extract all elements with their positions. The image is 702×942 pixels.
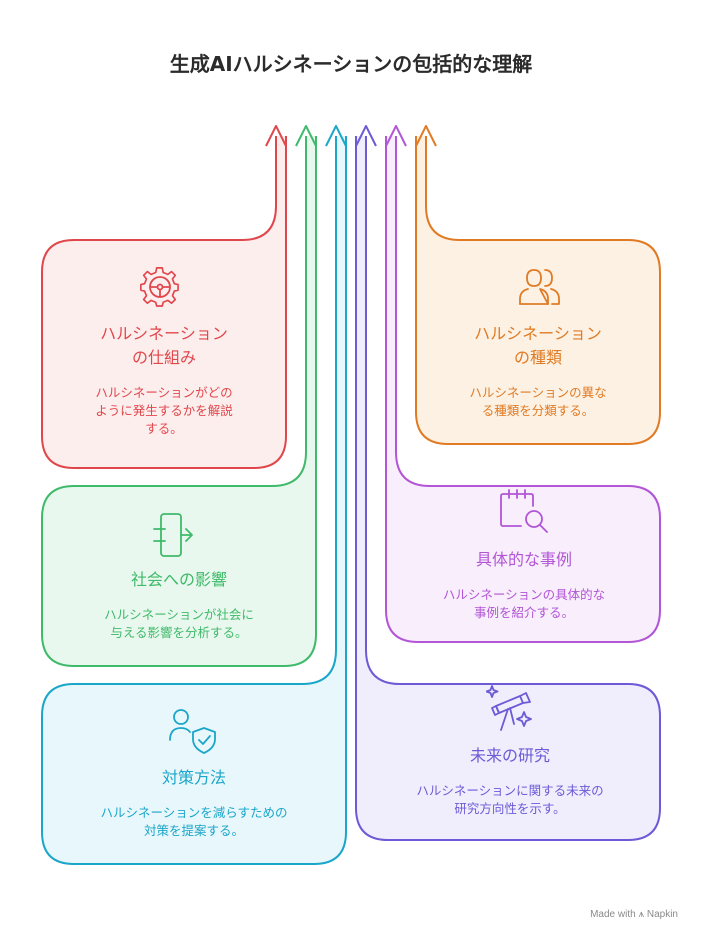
card-research-shape (355, 136, 661, 841)
card-research-desc: ハルシネーションに関する未来の 研究方向性を示す。 (416, 783, 604, 816)
card-countermeasures-desc: ハルシネーションを減らすための 対策を提案する。 (100, 805, 288, 838)
arrowhead-research (355, 125, 377, 147)
users-icon (519, 269, 560, 305)
card-examples-desc: ハルシネーションの具体的な 事例を紹介する。 (442, 587, 606, 620)
arrowhead-mechanism (265, 125, 287, 147)
napkin-brand-label: Made with ⩚ Napkin (590, 909, 678, 920)
gear-steering-icon (140, 267, 179, 307)
card-mechanism-desc: ハルシネーションがどの ように発生するかを解説 する。 (95, 385, 233, 436)
card-countermeasures-shape (41, 136, 347, 865)
card-examples-title: 具体的な事例 (475, 550, 572, 569)
card-types-shape (415, 136, 661, 445)
card-countermeasures-title: 対策方法 (161, 768, 226, 787)
page-title: 生成AIハルシネーションの包括的な理解 (169, 52, 533, 76)
door-exit-icon (153, 513, 193, 557)
card-types-text: ハルシネーション の種類 ハルシネーションの異な る種類を分類する。 (432, 322, 644, 420)
arrowhead-countermeasures (325, 125, 347, 147)
card-types-title: ハルシネーション の種類 (474, 324, 602, 367)
card-impact-title: 社会への影響 (130, 570, 227, 589)
card-examples-shape (385, 136, 661, 643)
card-impact-shape (41, 136, 317, 667)
card-types-desc: ハルシネーションの異な る種類を分類する。 (469, 385, 607, 418)
card-impact-text: 社会への影響 ハルシネーションが社会に 与える影響を分析する。 (58, 568, 300, 642)
arrowhead-types (415, 125, 437, 147)
calendar-search-icon (500, 489, 548, 533)
card-research-text: 未来の研究 ハルシネーションに関する未来の 研究方向性を示す。 (372, 744, 648, 818)
card-mechanism-text: ハルシネーション の仕組み ハルシネーションがどの ように発生するかを解説 する… (58, 322, 270, 438)
arrowhead-examples (385, 125, 407, 147)
telescope-icon (486, 685, 532, 731)
user-shield-icon (169, 709, 216, 754)
arrowhead-impact (295, 125, 317, 147)
card-countermeasures-text: 対策方法 ハルシネーションを減らすための 対策を提案する。 (58, 766, 330, 840)
card-impact-desc: ハルシネーションが社会に 与える影響を分析する。 (104, 607, 254, 640)
card-mechanism-title: ハルシネーション の仕組み (100, 324, 228, 367)
card-research-title: 未来の研究 (469, 746, 550, 765)
card-examples-text: 具体的な事例 ハルシネーションの具体的な 事例を紹介する。 (400, 548, 648, 622)
